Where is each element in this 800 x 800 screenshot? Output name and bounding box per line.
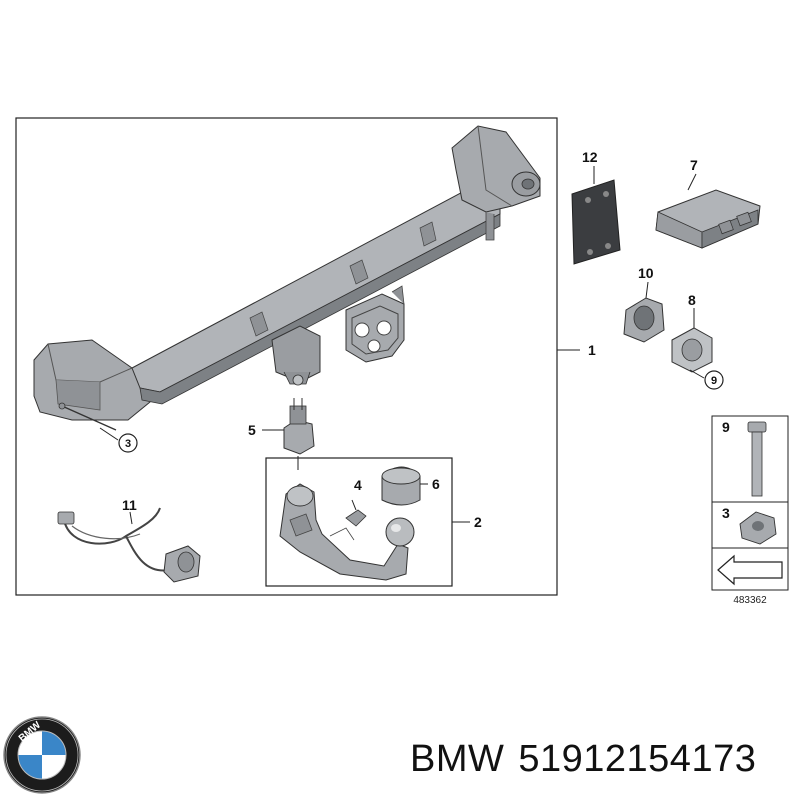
callout-3: 3 (125, 438, 131, 450)
ball-cap-part-6 (381, 466, 421, 506)
socket-mount-part-5 (283, 398, 315, 470)
callout-3-circle (118, 433, 138, 453)
fastener-legend (711, 415, 789, 591)
callout-8: 8 (688, 292, 696, 308)
socket-cover-part-8 (671, 308, 713, 379)
main-frame (15, 117, 558, 596)
callout-2: 2 (474, 514, 482, 530)
callout-10: 10 (638, 265, 654, 281)
legend-row-9: 9 (722, 419, 730, 435)
part-label: BMW 51912154173 (410, 738, 756, 781)
gasket-part-12 (571, 166, 621, 265)
wiring-harness-part-11 (57, 507, 201, 583)
diagram-id: 483362 (733, 595, 767, 606)
ball-neck-part (279, 483, 415, 581)
bmw-logo: BMW (3, 716, 81, 794)
callout-9: 9 (711, 375, 717, 387)
callout-1: 1 (588, 342, 596, 358)
arrow-outline-icon (717, 554, 783, 586)
socket-housing-part-10 (623, 281, 665, 343)
callout-12: 12 (582, 149, 598, 165)
tow-bar-crossbeam (33, 125, 541, 431)
brand-name: BMW (410, 738, 505, 780)
callout-4: 4 (354, 477, 362, 493)
legend-row-3: 3 (722, 505, 730, 521)
callout-11: 11 (122, 497, 137, 513)
callout-7: 7 (690, 157, 698, 173)
control-module-part-7 (655, 173, 761, 249)
screw-part-4 (345, 499, 367, 527)
callout-5: 5 (248, 422, 256, 438)
callout-9-circle (704, 370, 724, 390)
callout-6: 6 (432, 476, 440, 492)
part-number: 51912154173 (518, 738, 757, 780)
